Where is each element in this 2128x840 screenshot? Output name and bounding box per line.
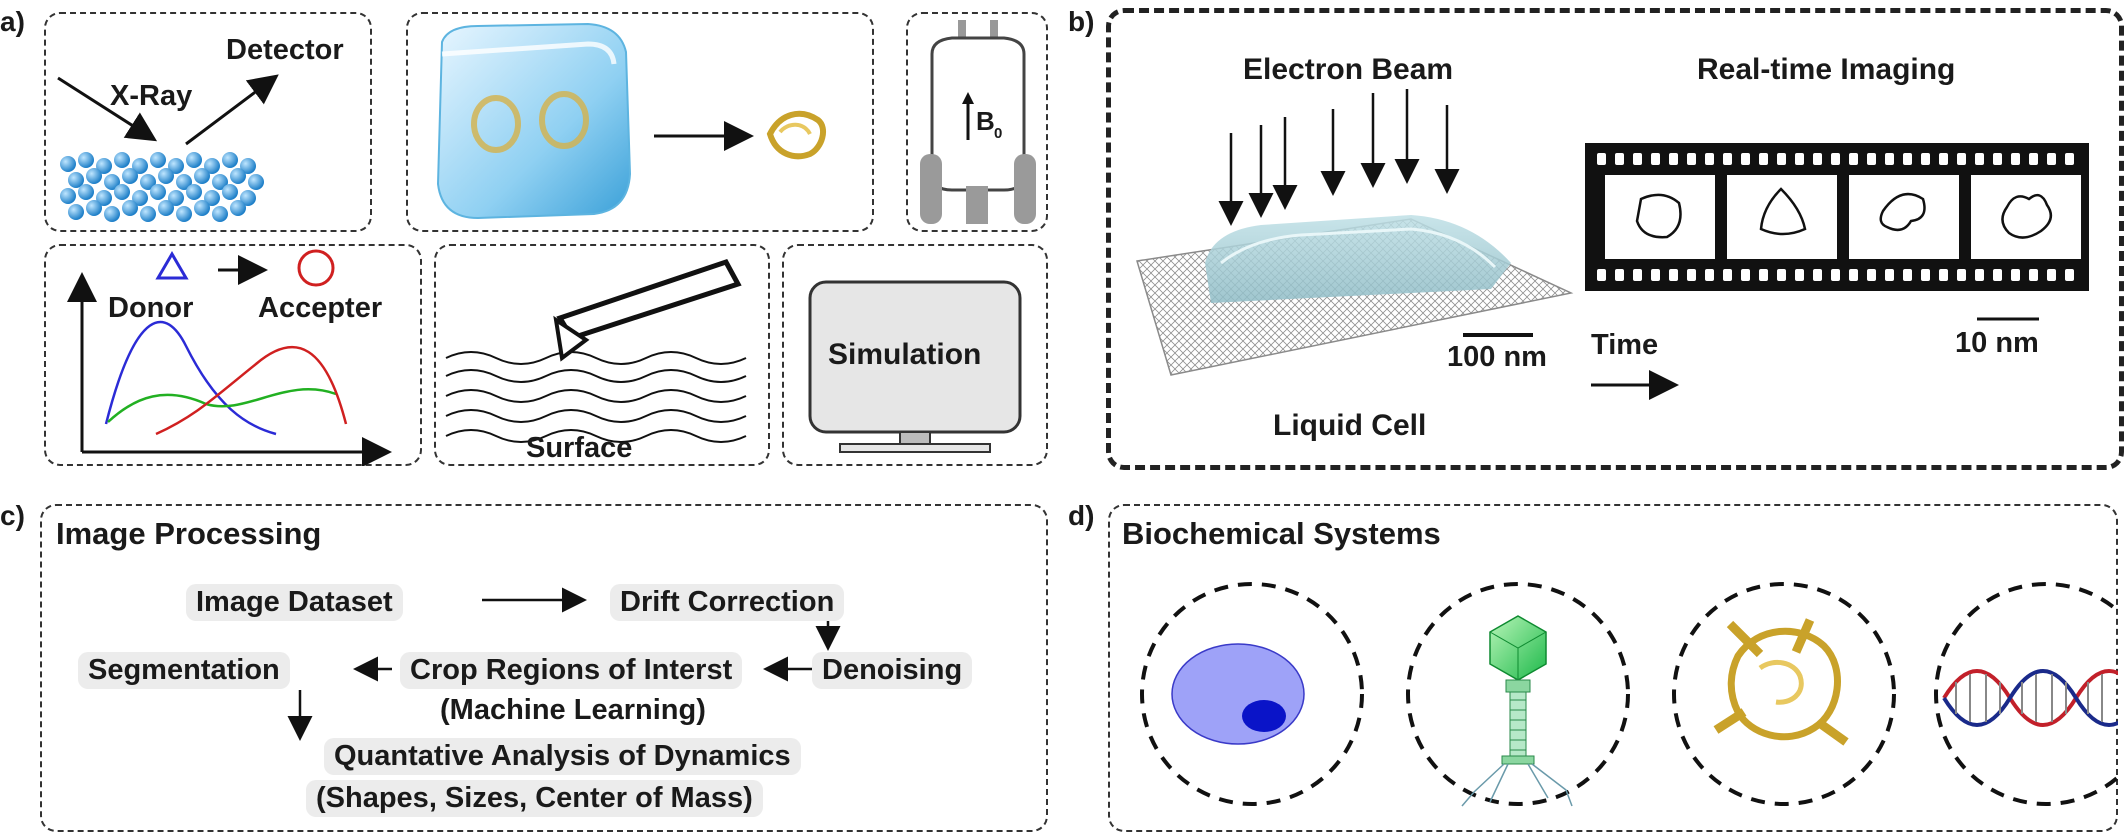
- electron-beam-label: Electron Beam: [1243, 53, 1454, 86]
- image-processing-panel: Image Processing Image Dataset Drift Cor…: [40, 504, 1048, 832]
- liquid-cell-panel-art: [1136, 89, 2089, 400]
- step-drift-correction: Drift Correction: [610, 584, 845, 621]
- step-denoising: Denoising: [812, 652, 973, 689]
- nmr-field-subscript: 0: [994, 125, 1002, 142]
- step-image-dataset: Image Dataset: [186, 584, 403, 621]
- pipeline-arrows: [287, 587, 841, 741]
- protein-icon: [1713, 618, 1849, 746]
- afm-panel: Surface: [434, 244, 770, 466]
- liquid-cell-icon: [1136, 215, 1574, 376]
- cell-icon: [1171, 643, 1305, 745]
- nmr-field-label: B: [976, 106, 995, 136]
- time-label: Time: [1591, 329, 1659, 361]
- panel-label-a: a): [0, 6, 25, 37]
- donor-curve: [104, 320, 277, 436]
- cryo-ice-panel-art: [436, 22, 827, 220]
- nmr-panel: B 0: [906, 12, 1048, 232]
- simulation-panel: Simulation: [782, 244, 1048, 466]
- biochemical-systems-title: Biochemical Systems: [1122, 516, 1441, 551]
- biochemical-systems-icons: [1140, 582, 2118, 807]
- simulation-label: Simulation: [828, 338, 982, 371]
- liquid-cell-label: Liquid Cell: [1273, 409, 1427, 442]
- protein-icon: [766, 110, 827, 160]
- step-quantitative-analysis-sub: (Shapes, Sizes, Center of Mass): [306, 780, 763, 817]
- panel-label-d: d): [1068, 500, 1095, 531]
- detector-label: Detector: [226, 34, 344, 66]
- bacteriophage-icon: [1461, 615, 1573, 807]
- scale-frames-label: 10 nm: [1955, 327, 2039, 359]
- film-strip-icon: [1585, 143, 2089, 291]
- panel-label-b: b): [1068, 6, 1095, 37]
- liquid-cell-panel: Electron Beam Real-time Imaging 100 nm L…: [1106, 8, 2124, 470]
- realtime-imaging-label: Real-time Imaging: [1697, 53, 1956, 86]
- fret-curve: [107, 388, 337, 423]
- biochemical-systems-panel: Biochemical Systems: [1108, 504, 2118, 832]
- surface-label: Surface: [526, 432, 633, 464]
- acceptor-curve: [155, 345, 348, 436]
- donor-triangle-icon: [155, 251, 189, 280]
- image-processing-title: Image Processing: [56, 516, 322, 551]
- nmr-magnet-icon: B 0: [920, 20, 1036, 224]
- xray-panel: X-Ray Detector: [44, 12, 372, 232]
- donor-label: Donor: [108, 292, 194, 324]
- ice-cube-icon: [436, 22, 632, 220]
- xray-label: X-Ray: [110, 80, 193, 112]
- step-crop-regions: Crop Regions of Interst: [400, 652, 743, 689]
- xray-diffraction-icon: [57, 74, 279, 222]
- cryo-panel: [406, 12, 874, 232]
- fret-panel: Donor Accepter: [44, 244, 422, 466]
- scale-cell-label: 100 nm: [1447, 341, 1547, 373]
- step-segmentation: Segmentation: [78, 652, 290, 689]
- acceptor-circle-icon: [297, 249, 335, 287]
- panel-label-c: c): [0, 500, 25, 531]
- acceptor-label: Accepter: [258, 292, 383, 324]
- fret-panel-art: [67, 249, 392, 466]
- afm-tip-icon: [445, 258, 747, 443]
- step-quantitative-analysis: Quantative Analysis of Dynamics: [324, 738, 801, 775]
- step-crop-regions-sub: (Machine Learning): [440, 694, 706, 726]
- dna-helix-icon: [1942, 669, 2118, 727]
- computer-monitor-icon: [808, 280, 1022, 453]
